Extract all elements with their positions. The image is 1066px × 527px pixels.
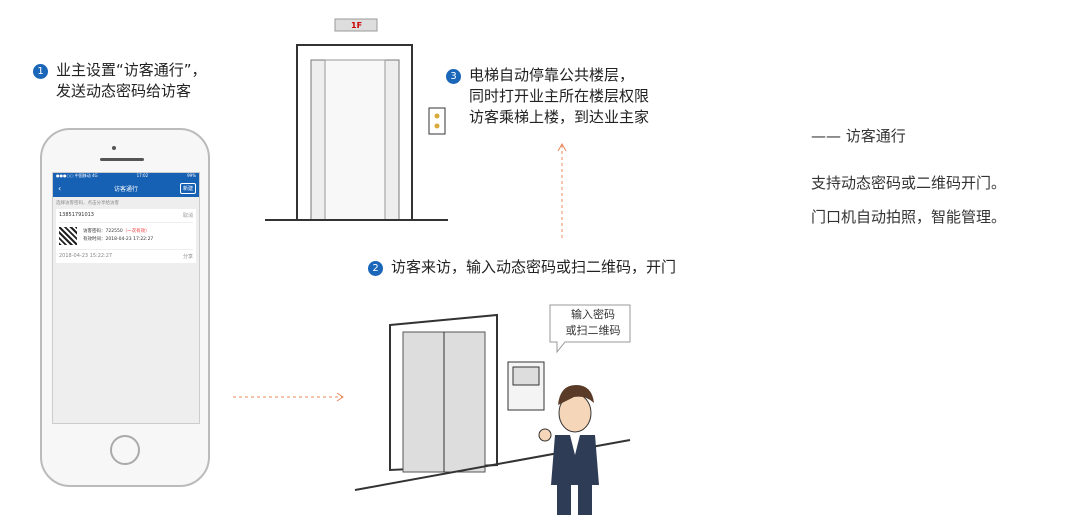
new-button[interactable]: 新建	[179, 183, 196, 194]
door	[354, 304, 631, 491]
back-icon[interactable]: ‹	[58, 184, 62, 193]
screen-title: 访客通行	[113, 186, 138, 193]
floor-label: 1F	[351, 21, 363, 30]
home-button	[110, 435, 140, 465]
side-description: 支持动态密码或二维码开门。门口机自动拍照，智能管理。	[811, 174, 1007, 226]
qr-code-icon	[59, 227, 77, 245]
speech-bubble	[549, 304, 631, 354]
bubble-text: 输入密码或扫二维码	[565, 308, 621, 337]
step-number: 1	[33, 64, 48, 79]
elevator	[265, 18, 448, 221]
side-title: —— 访客通行	[811, 127, 906, 145]
visitor-person	[538, 385, 599, 515]
